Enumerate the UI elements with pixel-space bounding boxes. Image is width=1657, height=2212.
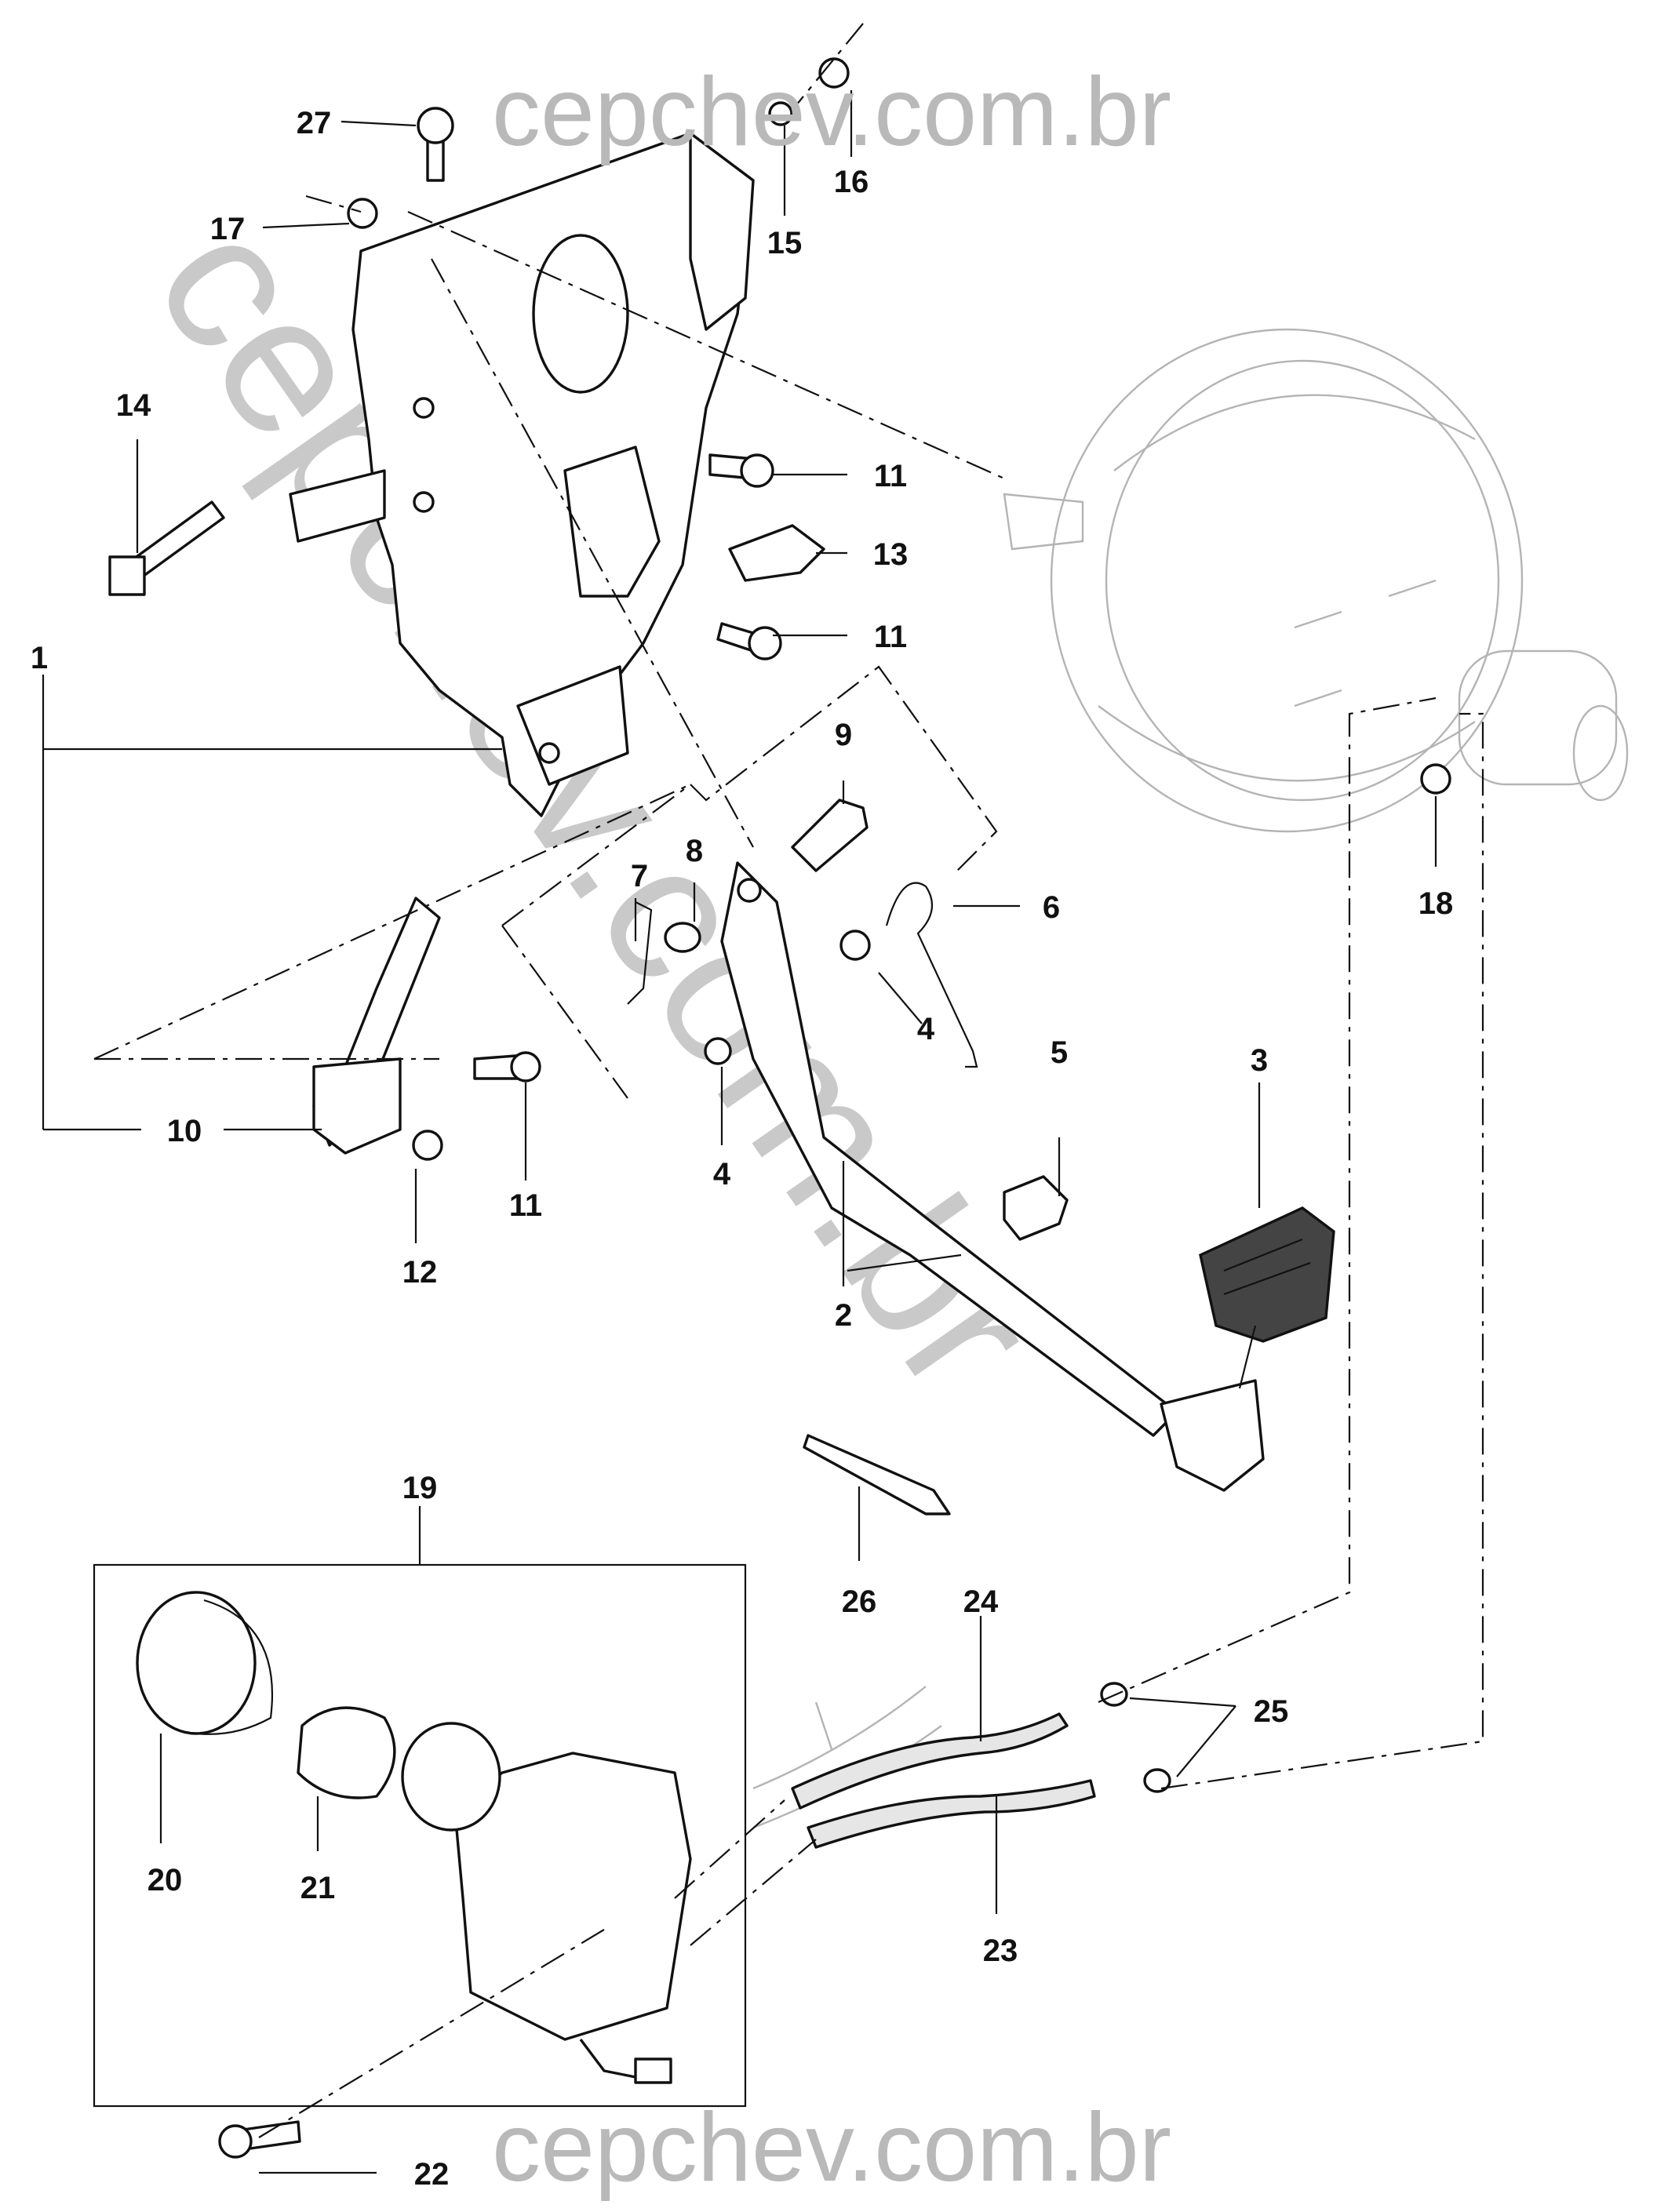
callout-19: 19 [402, 1471, 438, 1505]
callout-7: 7 [631, 859, 648, 893]
reservoir-cap [136, 1591, 257, 1735]
callout-10: 10 [167, 1114, 202, 1148]
callout-26: 26 [842, 1584, 877, 1619]
callout-14: 14 [116, 388, 151, 423]
callout-24: 24 [963, 1584, 999, 1619]
callout-23: 23 [983, 1934, 1018, 1968]
pedal-stop-bumper [1003, 1175, 1069, 1241]
callout-labels: 1 2 3 4 4 5 6 7 8 9 10 11 11 11 12 13 14… [31, 106, 1453, 2192]
watermark-top: cepchev.com.br [492, 58, 1171, 166]
reservoir-assembly [93, 1563, 747, 2108]
callout-12: 12 [402, 1255, 438, 1290]
pivot-pin [791, 799, 869, 872]
callout-27: 27 [297, 106, 332, 140]
washer-top [768, 101, 793, 126]
callout-9: 9 [835, 718, 852, 752]
callout-4-upper: 4 [917, 1012, 935, 1046]
callout-3: 3 [1251, 1043, 1268, 1078]
brake-booster-ghost [1003, 328, 1629, 833]
callout-16: 16 [834, 165, 869, 199]
callout-8: 8 [686, 834, 703, 868]
reservoir-neck [401, 1722, 501, 1832]
bushing-upper [839, 930, 871, 961]
return-spring [885, 882, 978, 1068]
nut-booster [1420, 763, 1451, 795]
bushing-lower [704, 1037, 732, 1065]
stud-bolt-head [108, 555, 146, 596]
bolt-mid-head [748, 626, 782, 660]
callout-2: 2 [835, 1298, 852, 1333]
washer [664, 922, 701, 953]
callout-22: 22 [414, 2157, 450, 2192]
brake-pedal [720, 861, 1265, 1492]
callout-4-lower: 4 [713, 1157, 731, 1191]
cable-tie [803, 1434, 951, 1515]
bolt-upper-head [740, 453, 774, 488]
callout-21: 21 [300, 1871, 336, 1905]
switch-bracket-foot [312, 1057, 402, 1155]
level-sensor-connector [634, 2057, 672, 2084]
callout-1: 1 [31, 641, 48, 675]
nut-left [347, 198, 378, 229]
bolt-lower-head [510, 1051, 541, 1082]
callout-11-mid: 11 [874, 620, 907, 654]
callout-13: 13 [873, 537, 909, 572]
reservoir-cap-ribs [195, 1599, 274, 1735]
pedal-bracket [289, 132, 755, 817]
callout-11-upper: 11 [874, 459, 907, 493]
callout-25: 25 [1254, 1694, 1289, 1729]
reservoir-hose-lower [807, 1779, 1096, 1849]
callout-11-lower: 11 [509, 1188, 542, 1223]
reservoir-hose-upper [791, 1712, 1069, 1810]
reservoir-bolt-head [218, 2124, 253, 2159]
reservoir-filter [297, 1706, 396, 1799]
callout-17: 17 [210, 212, 246, 246]
watermark-bottom: cepchev.com.br [492, 2094, 1171, 2202]
callout-15: 15 [767, 226, 803, 260]
brake-light-switch [728, 524, 825, 582]
callout-5: 5 [1051, 1035, 1068, 1070]
retaining-clip [627, 901, 653, 1005]
pedal-pad [1199, 1206, 1335, 1343]
callout-20: 20 [147, 1863, 183, 1897]
callout-18: 18 [1418, 886, 1454, 921]
assembly-lines [93, 23, 1484, 2138]
bolt-top-head [417, 107, 454, 144]
nut-top [818, 57, 850, 89]
nut-lower [412, 1130, 443, 1161]
hose-clamp-upper [1100, 1682, 1128, 1707]
hose-clamp-lower [1143, 1768, 1171, 1793]
leader-lines [42, 90, 1437, 2174]
callout-6: 6 [1043, 890, 1060, 925]
